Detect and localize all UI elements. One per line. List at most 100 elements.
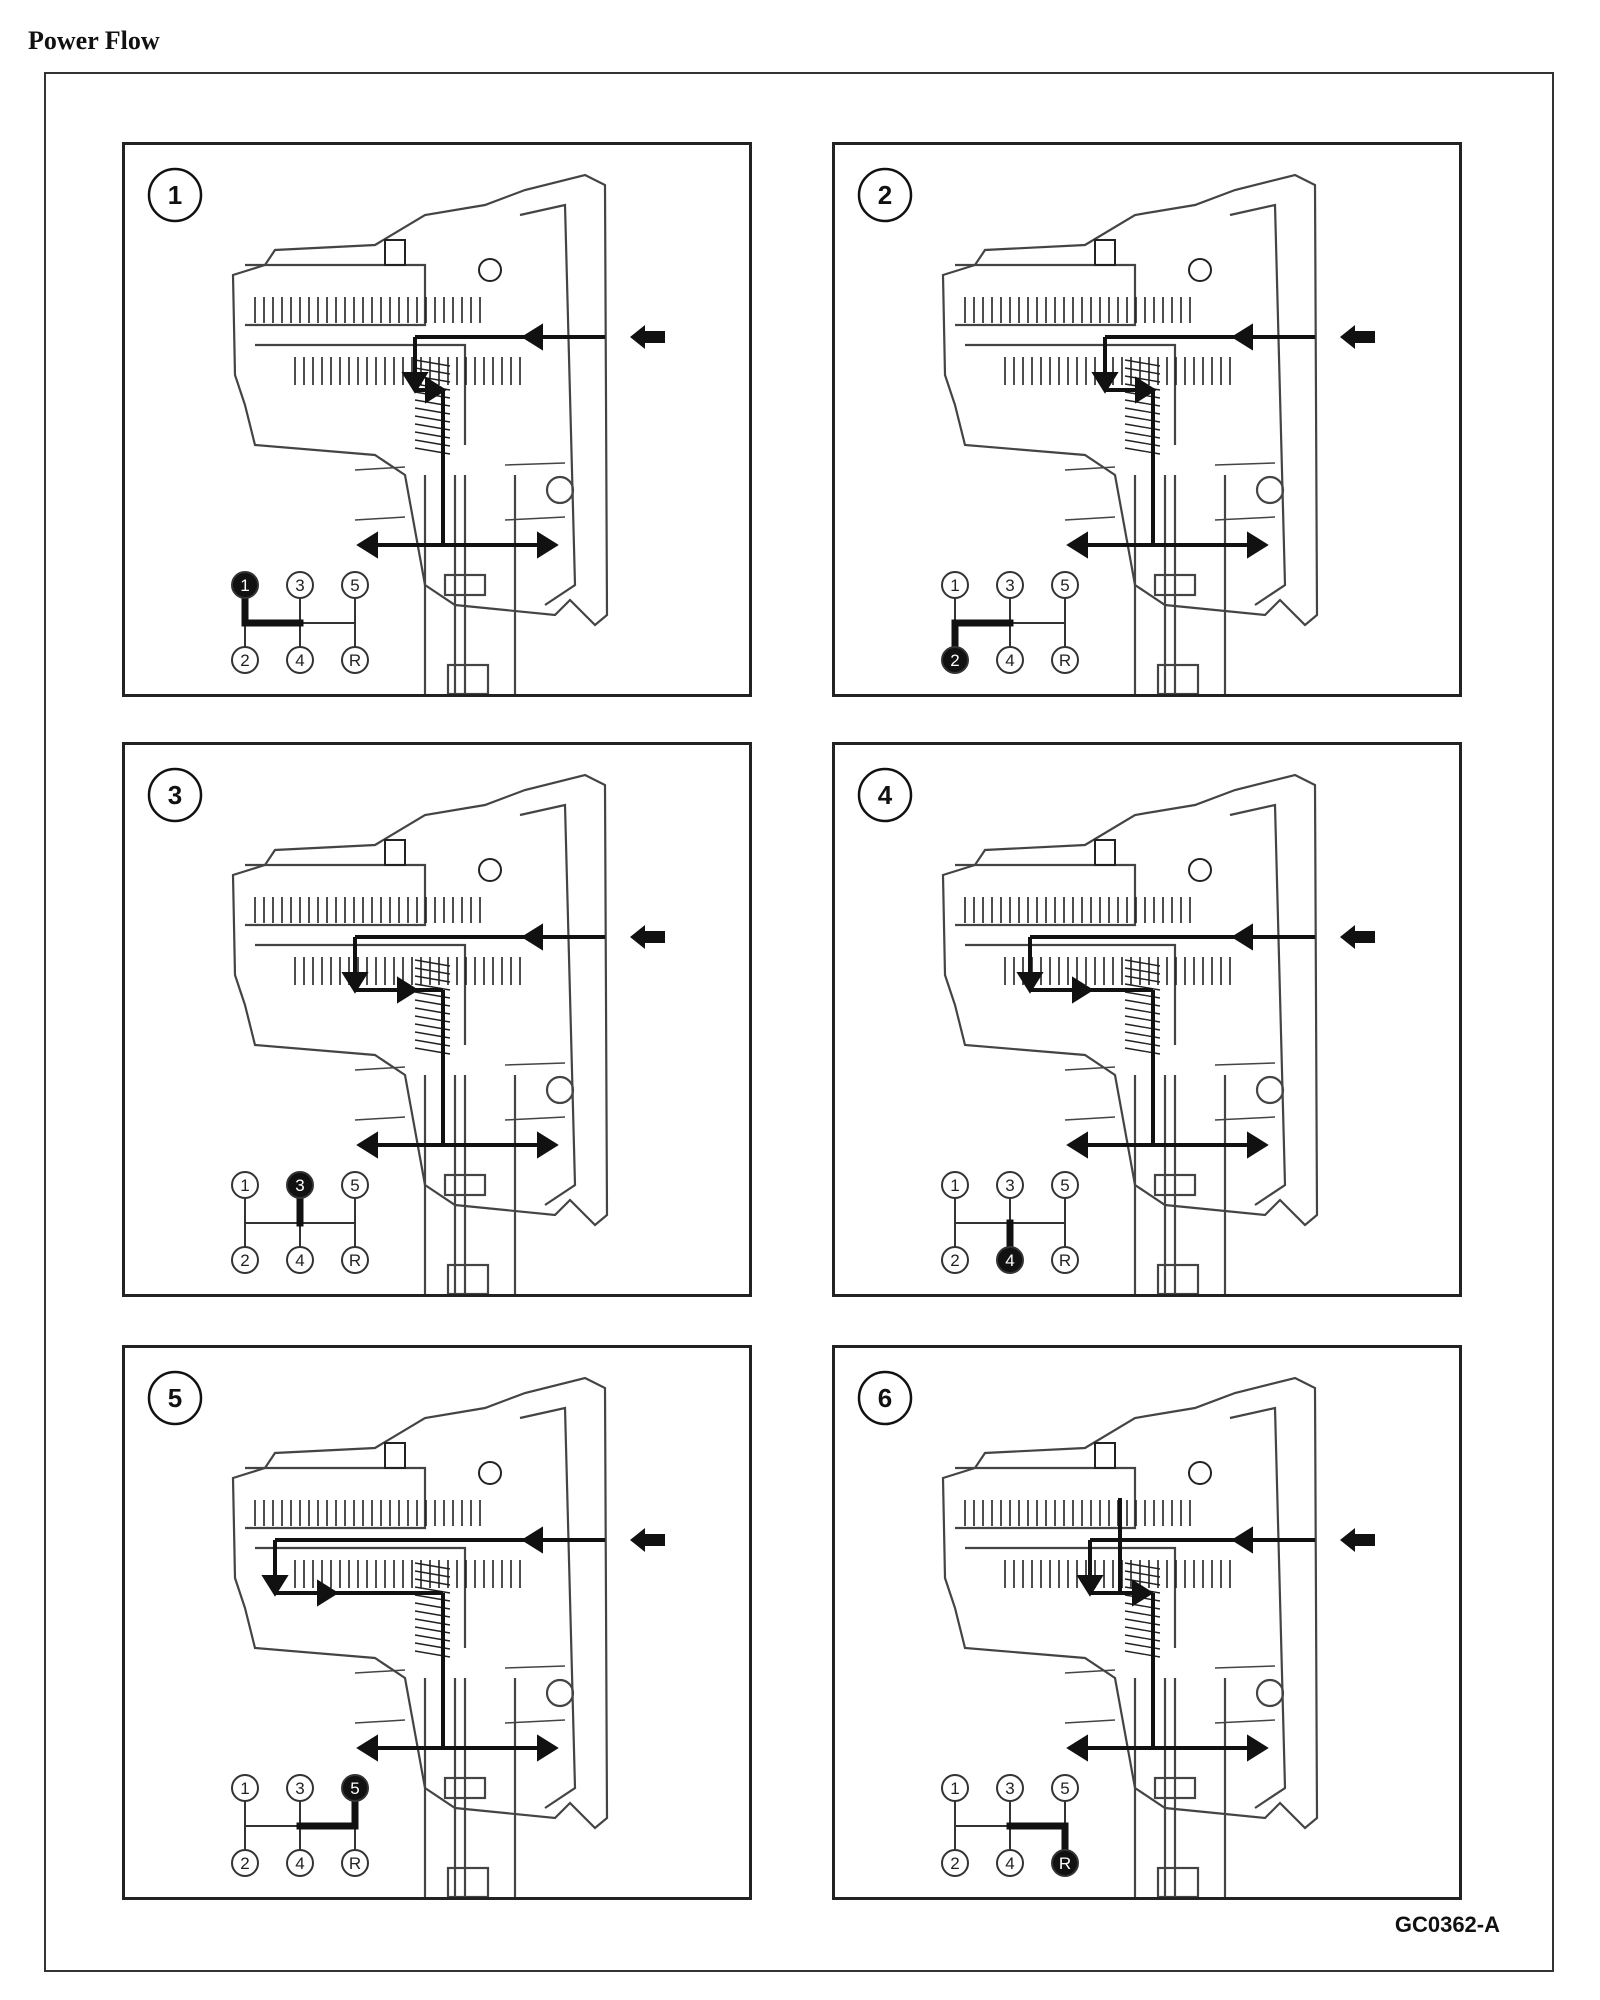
gear-position-label: 4 [295,651,304,670]
gear-position-circle [996,646,1024,674]
gear-position-label: 5 [350,1779,359,1798]
lower-case-section [965,343,1177,445]
flow-arrowhead-transfer [1076,1575,1104,1597]
housing-outline [231,773,609,1227]
shift-fork [1094,839,1116,866]
flow-arrowhead-left-axle [356,1131,378,1159]
flow-arrowhead-input [1231,923,1253,951]
gear-position-label: R [1059,1251,1071,1270]
gear-position-circle [1051,571,1079,599]
transmission-housing [231,1376,609,1897]
half-shaft-lines [1133,1075,1227,1294]
transmission-housing [941,773,1319,1294]
output-yoke [446,1263,490,1294]
input-power-arrow [630,925,665,949]
housing-outline [231,1376,609,1830]
panel-number-circle [147,167,203,223]
gear-position-circle [231,1774,259,1802]
gear-position-label: 4 [295,1251,304,1270]
housing-outline [941,773,1319,1227]
panel-number: 5 [168,1383,182,1413]
drain-plug [545,1678,575,1708]
selected-gate-path [951,619,1014,651]
gear-position-circle [231,1171,259,1199]
gear-position-circle [341,1849,369,1877]
flow-arrowhead-right-axle [537,1734,559,1762]
output-yoke [1156,1866,1200,1897]
gear-position-label: 5 [350,576,359,595]
gear-position-circle [941,1246,969,1274]
flow-arrowhead-input [521,923,543,951]
diagram-frame [44,72,1554,1972]
input-bearing [1188,1461,1212,1485]
panel-number: 1 [168,180,182,210]
flow-arrowhead-input [1231,1526,1253,1554]
input-power-arrow [1340,925,1375,949]
gear-position-circle [286,646,314,674]
gear-position-label: 2 [240,1251,249,1270]
input-bearing [478,1461,502,1485]
lower-case-section [255,343,467,445]
panel-number-circle [857,1370,913,1426]
gear-position-label: R [1059,651,1071,670]
panel-number-circle [147,1370,203,1426]
gear-position-label: 5 [1060,576,1069,595]
gear-position-label: 2 [240,1854,249,1873]
gear-position-label: R [349,1251,361,1270]
flow-arrowhead-left-axle [1066,1734,1088,1762]
input-power-arrow [1340,325,1375,349]
upper-gear-teeth [254,1500,481,1526]
lower-gear-teeth [1004,357,1231,385]
half-shaft-lines [423,1678,517,1897]
figure-code: GC0362-A [1394,1912,1500,1937]
lower-gear-teeth [294,357,521,385]
gear-position-circle [341,1246,369,1274]
gear-position-circle [996,1849,1024,1877]
shift-fork [1094,239,1116,266]
input-bearing [1188,258,1212,282]
page-title: Power Flow [28,26,160,55]
lower-case-section [965,943,1177,1045]
power-flow-path [341,923,605,1159]
gear-position-label: 3 [1005,1176,1014,1195]
gear-position-label: 5 [1060,1779,1069,1798]
selected-gear-knob [996,1246,1024,1274]
drain-plug [1255,1678,1285,1708]
input-bearing [478,258,502,282]
bolt-flange [443,1173,487,1197]
flow-arrowhead-left-axle [1066,531,1088,559]
gear-position-circle [1051,1774,1079,1802]
gear-position-circle [231,1246,259,1274]
flow-arrowhead-input [521,1526,543,1554]
lower-gear-teeth [294,1560,521,1588]
gear-position-label: 3 [1005,576,1014,595]
input-bearing [1188,858,1212,882]
housing-outline [941,173,1319,627]
lower-case-section [255,1546,467,1648]
flow-arrowhead-right-axle [1247,1131,1269,1159]
selected-gear-knob [1051,1849,1079,1877]
panel-number-circle [147,767,203,823]
gear-position-circle [286,1774,314,1802]
flow-arrowhead-countershaft [397,976,419,1004]
power-flow-path [1066,323,1315,559]
clutch-housing-inner [519,803,577,1206]
ring-gear-teeth [414,959,451,1055]
output-yoke [1156,1263,1200,1294]
gear-position-circle [941,571,969,599]
selected-gear-knob [341,1774,369,1802]
clutch-housing-inner [519,1406,577,1809]
gear-position-circle [941,1171,969,1199]
gear-position-label: 1 [240,1176,249,1195]
flow-arrowhead-input [521,323,543,351]
housing-outline [231,173,609,627]
gear-position-circle [231,646,259,674]
power-flow-path [1066,1498,1315,1762]
flow-arrowhead-transfer [341,972,369,994]
